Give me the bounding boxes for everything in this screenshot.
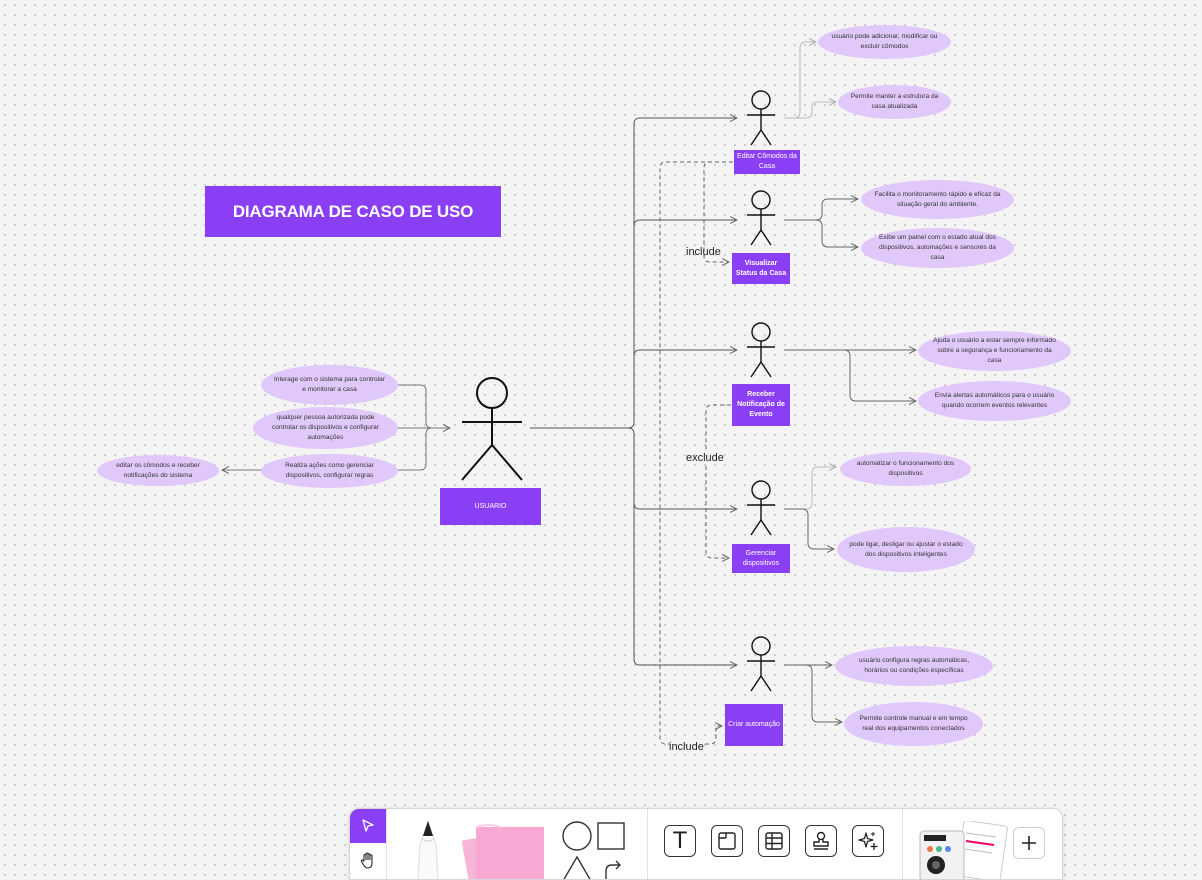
toolbar-divider (386, 809, 387, 879)
exclude-label: exclude (686, 452, 724, 464)
actor-note-1[interactable]: Interage com o sistema para controlar e … (261, 365, 398, 405)
stamp-icon (813, 831, 829, 850)
bottom-toolbar: T (349, 808, 1063, 880)
select-tool[interactable] (350, 809, 386, 843)
trunk-connectors (530, 118, 737, 665)
actor-visualizar-status (746, 190, 776, 246)
dashed-relations (659, 161, 733, 745)
add-button[interactable] (1013, 827, 1045, 859)
usecase-editar-comodos[interactable]: Editar Cômodos da Casa (734, 150, 800, 174)
sticky-note-tool[interactable] (460, 821, 552, 880)
note-connectors (784, 199, 916, 722)
pen-tool[interactable] (408, 819, 448, 880)
actor-criar-automacao (746, 636, 776, 692)
outer-note[interactable]: editar os cômodos e receber notificações… (97, 455, 219, 486)
actor-gerenciar-dispositivos (746, 480, 776, 536)
include-label-1: include (686, 246, 721, 258)
note-criar-1[interactable]: usuário configura regras automáticas, ho… (835, 646, 993, 686)
text-icon: T (673, 828, 687, 854)
usecase-visualizar-status[interactable]: Visualizar Status da Casa (732, 253, 790, 284)
cursor-icon (362, 819, 374, 832)
shapes-tool[interactable] (558, 819, 628, 879)
include-label-2: include (669, 741, 704, 753)
note-receber-1[interactable]: Ajuda o usuário a estar sempre informado… (918, 331, 1071, 371)
diagram-title[interactable]: DIAGRAMA DE CASO DE USO (205, 186, 501, 237)
stamp-tool[interactable] (805, 825, 837, 857)
section-tool[interactable] (711, 825, 743, 857)
note-gerenciar-1[interactable]: automatizar o funcionamento dos disposit… (840, 452, 971, 486)
usecase-gerenciar-dispositivos[interactable]: Gerenciar dispositivos (732, 544, 790, 573)
toolbar-divider (647, 809, 648, 879)
actor-notes-connectors (222, 384, 450, 470)
plus-icon (1022, 836, 1036, 850)
usecase-receber-notificacao[interactable]: Receber Notificação de Evento (732, 384, 790, 426)
note-receber-2[interactable]: Envia alertas automáticos para o usuário… (918, 381, 1071, 421)
section-icon (718, 832, 736, 850)
ai-tool[interactable] (852, 825, 884, 857)
more-tools[interactable] (916, 821, 1008, 880)
actor-note-2[interactable]: qualquer pessoa autorizada pode controla… (253, 407, 398, 449)
main-actor-figure (461, 377, 523, 481)
note-gerenciar-2[interactable]: pode ligar, desligar ou ajustar o estado… (837, 527, 975, 572)
note-visualizar-1[interactable]: Facilita o monitoramento rápido e eficaz… (861, 180, 1014, 219)
toolbar-divider (902, 809, 903, 879)
hand-icon (360, 852, 373, 869)
table-icon (765, 832, 783, 850)
text-tool[interactable]: T (664, 825, 696, 857)
table-tool[interactable] (758, 825, 790, 857)
main-actor-box[interactable]: USUARIO (440, 488, 541, 525)
note-visualizar-2[interactable]: Exibe um painel com o estado atual dos d… (861, 228, 1014, 268)
actor-receber-notificacao (746, 322, 776, 378)
actor-editar-comodos (746, 90, 776, 146)
actor-note-3[interactable]: Realiza ações como gerenciar dispositivo… (261, 454, 398, 488)
usecase-criar-automacao[interactable]: Criar automação (725, 704, 783, 746)
hand-tool[interactable] (350, 843, 386, 879)
light-note-connectors (784, 42, 836, 510)
sparkle-icon (858, 832, 878, 850)
note-criar-2[interactable]: Permite controle manual e em tempo real … (844, 702, 983, 746)
note-editar-2[interactable]: Permite manter a estrutura da casa atual… (838, 85, 951, 119)
note-editar-1[interactable]: usuário pode adicionar, modificar ou exc… (818, 25, 951, 59)
